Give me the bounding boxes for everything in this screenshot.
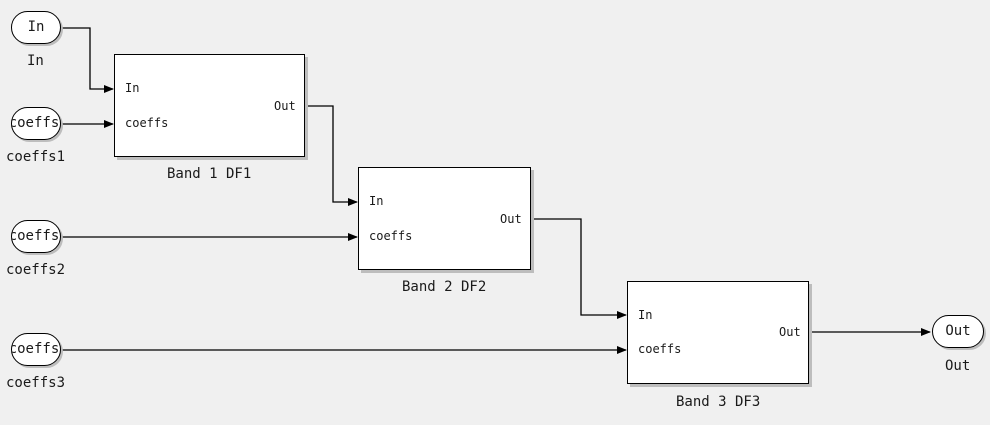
band-2-in-port: In — [369, 194, 384, 208]
inport-coeffs1[interactable]: coeffs — [11, 107, 61, 140]
inport-coeffs2[interactable]: coeffs — [11, 220, 61, 253]
band-1-coeffs-port: coeffs — [125, 116, 169, 130]
inport-coeffs2-name: coeffs2 — [6, 262, 66, 278]
band-3-in-port: In — [638, 308, 653, 322]
inport-coeffs3[interactable]: coeffs — [11, 333, 61, 366]
band-1-block-name: Band 1 DF1 — [167, 166, 252, 182]
band-3-block-name: Band 3 DF3 — [676, 394, 761, 410]
outport-out[interactable]: Out — [932, 315, 984, 348]
inport-in[interactable]: In — [11, 11, 61, 44]
band-1-block[interactable] — [114, 54, 305, 157]
band-1-out-port: Out — [274, 99, 296, 113]
line-band1-to-band2 — [305, 105, 358, 206]
band-2-block-name: Band 2 DF2 — [402, 279, 487, 295]
band-2-out-port: Out — [500, 212, 522, 226]
band-3-block[interactable] — [627, 281, 809, 384]
inport-coeffs3-name: coeffs3 — [6, 375, 66, 391]
inport-in-name: In — [27, 53, 44, 69]
band-2-block[interactable] — [358, 167, 531, 270]
line-in-to-band1 — [62, 27, 114, 93]
band-2-coeffs-port: coeffs — [369, 229, 413, 243]
band-3-out-port: Out — [779, 325, 801, 339]
line-band2-to-band3 — [531, 218, 627, 319]
band-1-in-port: In — [125, 81, 140, 95]
band-3-coeffs-port: coeffs — [638, 342, 682, 356]
outport-out-name: Out — [945, 358, 971, 374]
inport-coeffs1-name: coeffs1 — [6, 149, 66, 165]
